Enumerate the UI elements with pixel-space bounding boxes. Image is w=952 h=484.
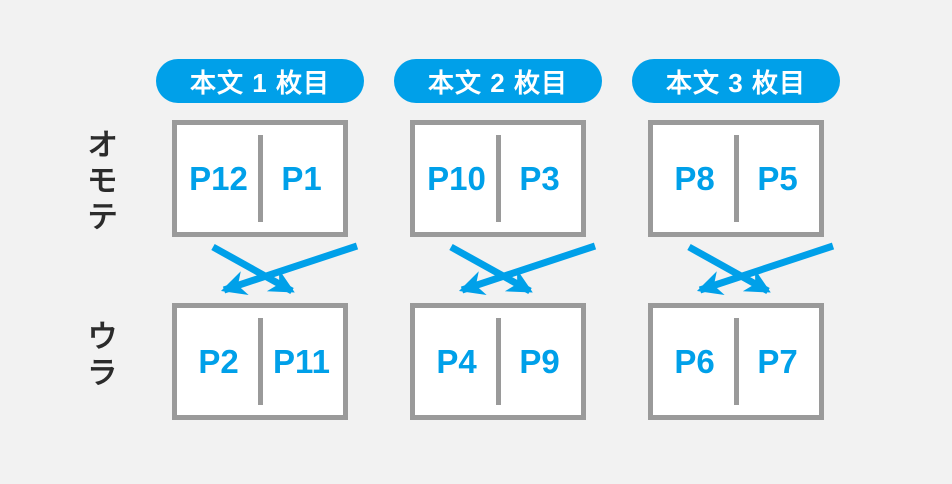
back-row-label: ウラ — [82, 320, 117, 392]
page-cell: P7 — [757, 342, 798, 380]
swap-arrows-icon — [687, 242, 835, 296]
page-cell: P9 — [519, 342, 560, 380]
sheet-column-1: 本文 1 枚目 P12 P1 P2 P11 — [156, 0, 364, 484]
fold-line — [257, 135, 263, 222]
sheet-badge: 本文 2 枚目 — [394, 59, 602, 103]
sheet-badge: 本文 1 枚目 — [156, 59, 364, 103]
page-cell: P12 — [189, 159, 248, 197]
back-sheet: P6 P7 — [648, 303, 824, 420]
page-cell: P11 — [273, 342, 330, 380]
page-cell: P5 — [757, 159, 798, 197]
front-sheet: P12 P1 — [172, 120, 348, 237]
sheet-column-2: 本文 2 枚目 P10 P3 P4 P9 — [394, 0, 602, 484]
page-cell: P2 — [198, 342, 239, 380]
back-sheet: P4 P9 — [410, 303, 586, 420]
front-row-label: オモテ — [82, 128, 117, 236]
sheet-badge: 本文 3 枚目 — [632, 59, 840, 103]
page-cell: P8 — [674, 159, 715, 197]
page-cell: P6 — [674, 342, 715, 380]
page-cell: P4 — [436, 342, 477, 380]
fold-line — [495, 135, 501, 222]
fold-line — [733, 318, 739, 405]
back-sheet: P2 P11 — [172, 303, 348, 420]
page-cell: P1 — [281, 159, 322, 197]
page-cell: P10 — [427, 159, 486, 197]
fold-line — [257, 318, 263, 405]
fold-line — [495, 318, 501, 405]
swap-arrows-icon — [449, 242, 597, 296]
fold-line — [733, 135, 739, 222]
page-cell: P3 — [519, 159, 560, 197]
swap-arrows-icon — [211, 242, 359, 296]
sheet-column-3: 本文 3 枚目 P8 P5 P6 P7 — [632, 0, 840, 484]
front-sheet: P10 P3 — [410, 120, 586, 237]
front-sheet: P8 P5 — [648, 120, 824, 237]
